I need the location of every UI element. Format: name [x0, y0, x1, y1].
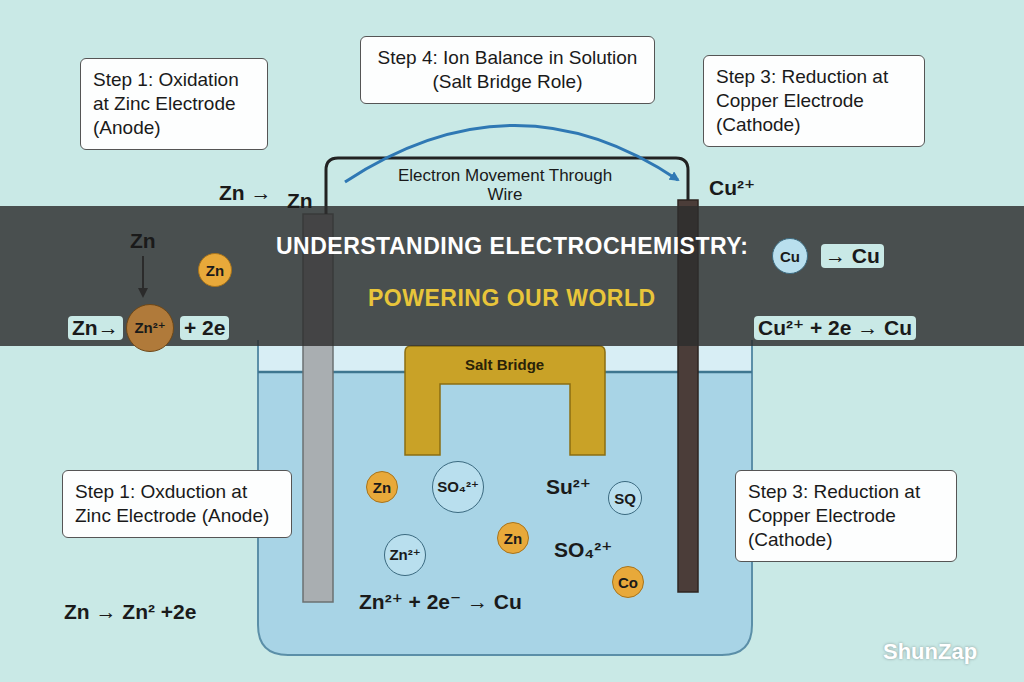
equation-text: Zn → — [219, 181, 272, 205]
ion-text: Zn — [206, 262, 224, 279]
ion-text: Zn — [504, 530, 522, 547]
element-label: Zn — [287, 189, 313, 213]
subtitle: POWERING OUR WORLD — [368, 286, 656, 310]
equation-text: Zn²⁺ + 2e⁻ → Cu — [359, 590, 522, 614]
ion-label: Su²⁺ — [546, 475, 591, 499]
salt-bridge-label: Salt Bridge — [465, 353, 544, 377]
ion-circle: Zn — [198, 253, 232, 287]
ion-label: SO₄²⁺ — [554, 538, 612, 562]
title-banner — [0, 206, 1024, 346]
step-text: Step 4: Ion Balance in Solution (Salt Br… — [373, 46, 642, 94]
ion-circle: Zn — [497, 522, 529, 554]
wire — [326, 158, 688, 214]
equation-text: Zn→ — [68, 316, 123, 340]
step-text: Step 1: Oxduction at Zinc Electrode (Ano… — [75, 480, 279, 528]
step-box: Step 1: Oxduction at Zinc Electrode (Ano… — [62, 470, 292, 538]
step-text: Step 3: Reduction at Copper Electrode (C… — [716, 65, 912, 137]
ion-circle: Zn²⁺ — [384, 534, 426, 576]
ion-circle: SQ — [608, 481, 642, 515]
ion-circle: Zn²⁺ — [126, 304, 174, 352]
step-box: Step 4: Ion Balance in Solution (Salt Br… — [360, 36, 655, 104]
title: UNDERSTANDING ELECTROCHEMISTRY: — [276, 233, 749, 260]
equation-text: + 2e — [180, 316, 229, 340]
ion-label: Cu²⁺ — [709, 176, 755, 200]
step-box: Step 1: Oxidation at Zinc Electrode (Ano… — [80, 58, 268, 150]
equation-text: Cu²⁺ + 2e → Cu — [754, 316, 916, 340]
ion-circle: Zn — [366, 471, 398, 503]
ion-text: SQ — [614, 490, 636, 507]
ion-circle: Co — [612, 566, 644, 598]
step-box: Step 3: Reduction at Copper Electrode (C… — [703, 55, 925, 147]
ion-text: SO₄²⁺ — [437, 478, 479, 496]
salt-bridge — [405, 346, 605, 455]
ion-circle: SO₄²⁺ — [432, 461, 484, 513]
ion-text: Zn²⁺ — [134, 319, 165, 337]
ion-text: Zn²⁺ — [389, 546, 420, 564]
equation-text: Zn → Zn² +2e — [64, 600, 196, 624]
ion-circle: Cu — [772, 238, 808, 274]
step-box: Step 3: Reduction at Copper Electrode (C… — [735, 470, 957, 562]
ion-text: Cu — [780, 248, 800, 265]
step-text: Step 1: Oxidation at Zinc Electrode (Ano… — [93, 68, 255, 140]
equation-text: → Cu — [821, 244, 884, 268]
step-text: Step 3: Reduction at Copper Electrode (C… — [748, 480, 944, 552]
watermark: ShunZap — [883, 640, 977, 664]
ion-text: Zn — [373, 479, 391, 496]
wire-caption: Electron Movement Through Wire — [395, 166, 615, 204]
element-label: Zn — [130, 229, 156, 253]
ion-text: Co — [618, 574, 638, 591]
